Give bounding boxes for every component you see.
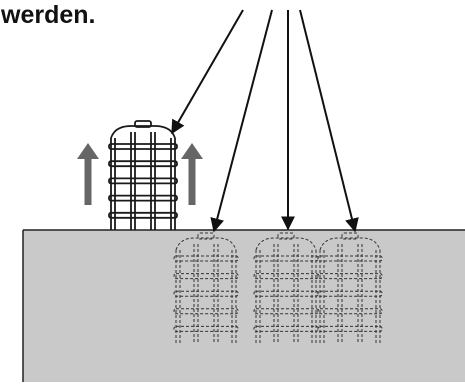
tank-band: [253, 255, 319, 262]
tank-band: [317, 273, 383, 280]
ground-block: [23, 230, 465, 387]
tank-band: [173, 308, 239, 315]
tank-band: [108, 143, 178, 150]
tank-band: [108, 194, 178, 202]
tank-dome: [110, 125, 176, 139]
tank-lifted: [108, 120, 178, 230]
up-arrow-icon: [77, 143, 99, 205]
tank-band: [173, 325, 239, 332]
tank-band: [253, 325, 319, 332]
tank-band: [317, 308, 383, 315]
tank-installed-1: [173, 232, 239, 344]
tank-lid: [277, 232, 295, 240]
tank-band: [317, 255, 383, 262]
up-arrow-icon: [181, 143, 203, 205]
arrow-icon: [171, 9, 244, 135]
tank-band: [173, 273, 239, 280]
tank-band: [173, 290, 239, 297]
tank-dome: [175, 237, 237, 251]
tank-lid: [341, 232, 359, 240]
tank-band: [253, 308, 319, 315]
tank-band: [108, 177, 178, 185]
arrow-head: [181, 143, 203, 159]
caption-text: werden.: [1, 1, 96, 29]
tank-dome: [255, 237, 317, 251]
arrow-head: [77, 143, 99, 159]
tank-band: [253, 290, 319, 297]
arrow-icon: [210, 9, 273, 233]
tank-band: [317, 325, 383, 332]
arrow-icon: [299, 9, 359, 233]
tank-band: [253, 273, 319, 280]
tank-lid: [197, 232, 215, 240]
tank-band: [173, 255, 239, 262]
tank-band: [108, 160, 178, 168]
arrow-shaft: [84, 157, 92, 205]
tank-band: [317, 290, 383, 297]
tank-lid: [134, 120, 152, 128]
tank-installed-2: [253, 232, 319, 344]
arrow-shaft: [188, 157, 196, 205]
tank-dome: [319, 237, 381, 251]
tank-band: [108, 211, 178, 219]
tank-installed-3: [317, 232, 383, 344]
